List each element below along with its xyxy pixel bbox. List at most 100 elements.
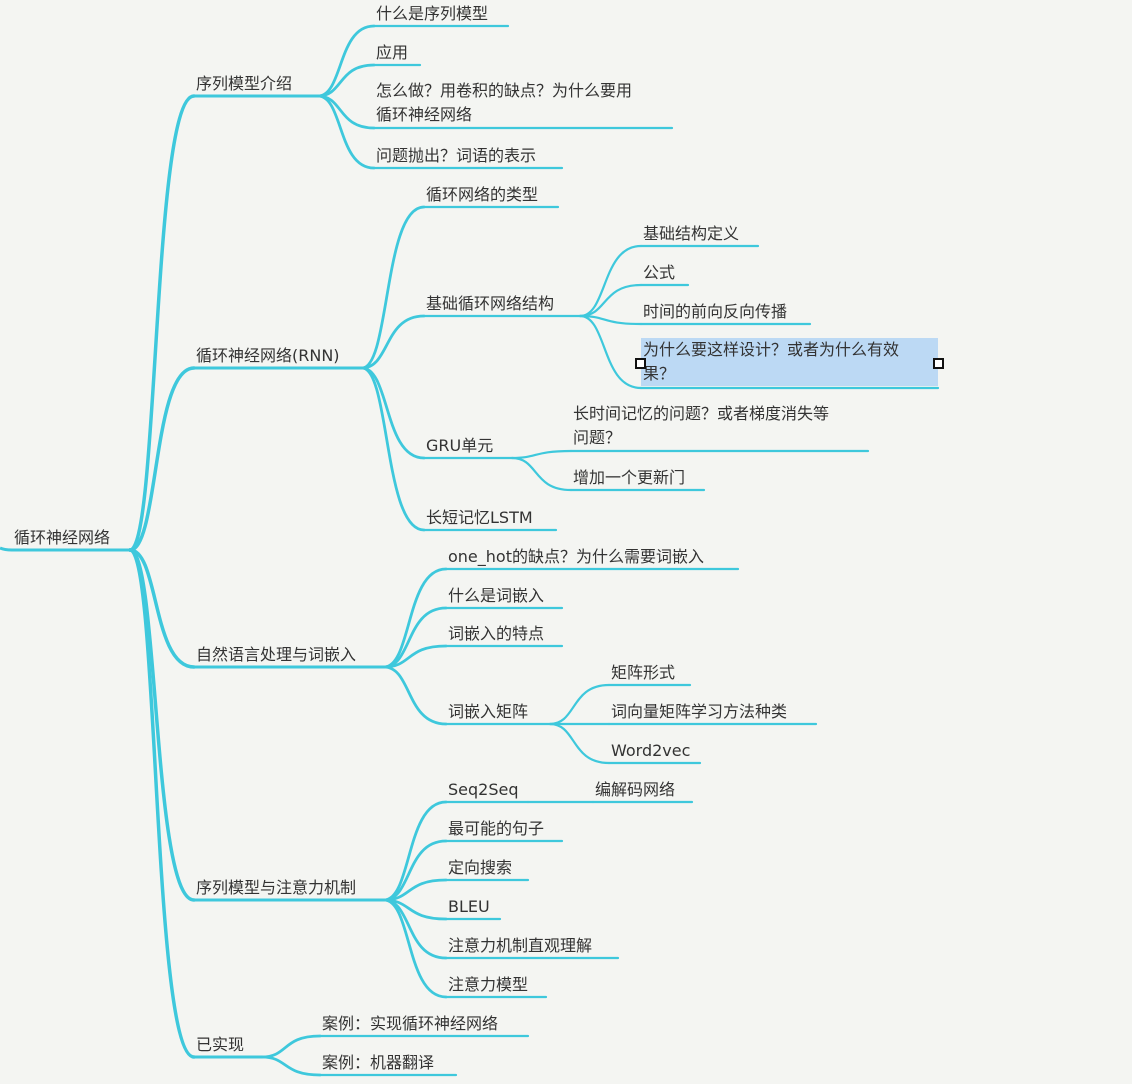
connector-b3-to-b3-5 [382,898,448,999]
connector-b2-to-b2-2 [382,644,448,669]
topic-label-line: 编解码网络 [595,780,676,799]
connector-b1-2-to-b1-2-1 [510,456,573,492]
mindmap-topic-b1-1-1[interactable]: 公式 [641,261,677,285]
topic-label-line: 果？ [643,364,676,383]
mindmap-topic-b0-3[interactable]: 问题抛出？词语的表示 [374,144,538,168]
mindmap-topic-b2-3-0[interactable]: 矩阵形式 [609,661,677,685]
connector-b1-to-b1-2 [360,366,426,460]
mindmap-topic-b1-2[interactable]: GRU单元 [424,434,495,458]
topic-label-line: 什么是词嵌入 [448,586,545,605]
topic-label-line: 增加一个更新门 [573,468,686,487]
mindmap-topic-b3-5[interactable]: 注意力模型 [446,973,530,997]
connector-b2-3-to-b2-3-2 [548,722,611,765]
mindmap-topic-b3-3[interactable]: BLEU [446,895,492,919]
mindmap-topic-b0-0[interactable]: 什么是序列模型 [374,2,490,26]
topic-label-line: 公式 [643,263,676,282]
mindmap-topic-b3[interactable]: 序列模型与注意力机制 [194,876,358,900]
mindmap-topic-b1[interactable]: 循环神经网络(RNN) [194,344,342,368]
mindmap-topic-b3-4[interactable]: 注意力机制直观理解 [446,934,594,958]
topic-label-line: 案例：实现循环神经网络 [322,1014,499,1033]
connector-root-to-b4 [128,548,196,1059]
topic-label-line: 矩阵形式 [611,663,676,682]
topic-label-line: Seq2Seq [448,780,519,799]
mindmap-topic-b2-3-2[interactable]: Word2vec [609,739,692,763]
mindmap-topic-b4[interactable]: 已实现 [194,1033,246,1057]
mindmap-topic-b1-1-2[interactable]: 时间的前向反向传播 [641,300,789,324]
topic-label-line: 什么是序列模型 [376,4,489,23]
connector-b1-1-to-b1-1-3 [578,314,643,390]
connector-b1-to-b1-0 [360,205,426,370]
mindmap-topic-b2-3[interactable]: 词嵌入矩阵 [446,700,530,724]
connector-b1-1-to-b1-1-2 [578,314,643,326]
topic-label-line: one_hot的缺点？为什么需要词嵌入 [448,547,704,566]
mindmap-topic-b0[interactable]: 序列模型介绍 [194,72,294,96]
mindmap-topic-b3-2[interactable]: 定向搜索 [446,856,514,880]
mindmap-topic-b4-0[interactable]: 案例：实现循环神经网络 [320,1012,500,1036]
mindmap-topic-b3-1[interactable]: 最可能的句子 [446,817,546,841]
mindmap-topic-b2-2[interactable]: 词嵌入的特点 [446,622,546,646]
topic-label-line: 注意力模型 [448,975,529,994]
mindmap-topic-b1-1[interactable]: 基础循环网络结构 [424,292,556,316]
mindmap-topic-b2-0[interactable]: one_hot的缺点？为什么需要词嵌入 [446,545,706,569]
topic-label-line: 循环神经网络 [376,105,473,124]
resize-handle-left[interactable] [635,358,646,369]
mindmap-topic-b1-0[interactable]: 循环网络的类型 [424,183,540,207]
topic-label-line: 定向搜索 [448,858,513,877]
connector-b2-3-to-b2-3-0 [548,683,611,726]
connector-b3-to-b3-0 [382,800,448,902]
topic-label-line: 基础结构定义 [643,224,740,243]
connector-b0-to-b0-3 [316,94,376,170]
connector-root-to-b2 [128,548,196,669]
topic-label-line: 循环神经网络(RNN) [196,346,340,365]
connector-b1-to-b1-1 [360,314,426,370]
topic-label-line: Word2vec [611,741,691,760]
topic-label-line: 序列模型与注意力机制 [196,878,357,897]
mindmap-topic-b2-1[interactable]: 什么是词嵌入 [446,584,546,608]
resize-handle-right[interactable] [933,358,944,369]
connector-root-to-b1 [128,366,196,552]
connector-b2-to-b2-0 [382,567,448,669]
topic-label-line: 已实现 [196,1035,245,1054]
topic-label-line: 词嵌入的特点 [448,624,545,643]
connector-b4-to-b4-1 [260,1055,322,1077]
mindmap-topic-b2[interactable]: 自然语言处理与词嵌入 [194,643,358,667]
mindmap-topic-b1-1-3[interactable]: 为什么要这样设计？或者为什么有效果？ [641,338,938,386]
topic-label-line: 应用 [376,43,409,62]
topic-label-line: 为什么要这样设计？或者为什么有效 [643,340,900,359]
connector-b2-to-b2-3 [382,665,448,726]
topic-label-line: 怎么做？用卷积的缺点？为什么要用 [376,81,633,100]
connector-b1-2-to-b1-2-0 [510,449,573,460]
topic-label-line: 循环网络的类型 [426,185,539,204]
topic-label-line: 注意力机制直观理解 [448,936,593,955]
topic-label-line: 词向量矩阵学习方法种类 [611,702,788,721]
mindmap-topic-b1-1-0[interactable]: 基础结构定义 [641,222,741,246]
topic-label-line: 最可能的句子 [448,819,545,838]
mindmap-topic-b1-3[interactable]: 长短记忆LSTM [424,506,535,530]
mindmap-topic-b0-1[interactable]: 应用 [374,41,410,65]
mindmap-topic-b3-0-0[interactable]: 编解码网络 [593,778,677,802]
root-lead-in [0,546,13,552]
topic-label-line: 问题？ [573,428,622,447]
mindmap-topic-b0-2[interactable]: 怎么做？用卷积的缺点？为什么要用循环神经网络 [374,79,634,127]
connector-b3-to-b3-1 [382,839,448,902]
topic-label-line: 词嵌入矩阵 [448,702,529,721]
mindmap-topic-b3-0[interactable]: Seq2Seq [446,778,521,802]
connector-b1-1-to-b1-1-1 [578,283,643,318]
connector-root-to-b3 [128,548,196,902]
topic-label-line: 序列模型介绍 [196,74,293,93]
topic-label-line: 长时间记忆的问题？或者梯度消失等 [573,404,830,423]
connector-b0-to-b0-0 [316,24,376,98]
connector-b3-to-b3-4 [382,898,448,960]
mindmap-topic-b1-2-0[interactable]: 长时间记忆的问题？或者梯度消失等问题？ [571,402,831,450]
mindmap-root-topic[interactable]: 循环神经网络 [12,526,112,550]
topic-label-line: 基础循环网络结构 [426,294,555,313]
connector-b0-to-b0-1 [316,63,376,98]
mindmap-topic-b2-3-1[interactable]: 词向量矩阵学习方法种类 [609,700,789,724]
topic-label-line: 问题抛出？词语的表示 [376,146,537,165]
connector-b2-to-b2-1 [382,606,448,669]
topic-label-line: 循环神经网络 [14,528,111,547]
mindmap-topic-b1-2-1[interactable]: 增加一个更新门 [571,466,687,490]
mindmap-topic-b4-1[interactable]: 案例：机器翻译 [320,1051,436,1075]
